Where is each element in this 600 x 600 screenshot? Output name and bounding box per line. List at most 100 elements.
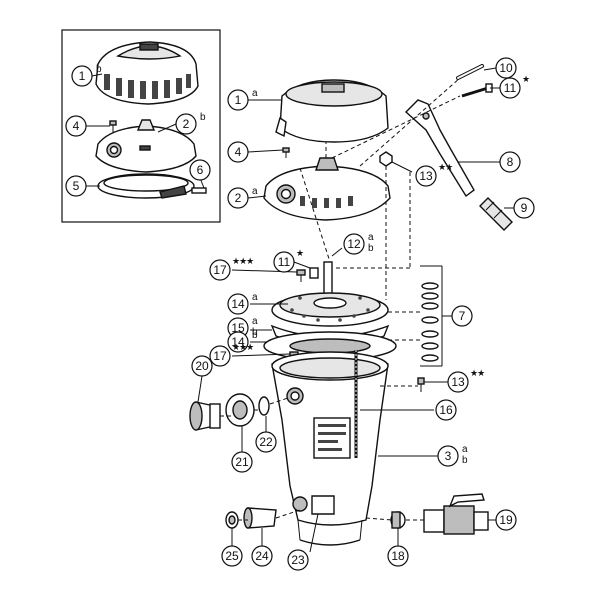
callout-stars: ★ — [522, 74, 530, 84]
callout-circle — [451, 305, 473, 327]
callout-circle — [437, 445, 459, 467]
lid-screw — [282, 147, 290, 158]
callout-number: 19 — [499, 513, 513, 527]
callout-c10: 10 — [495, 57, 517, 79]
callout-stars: ★★ — [438, 162, 453, 172]
callout-number: 8 — [507, 155, 514, 169]
ball-valve — [423, 493, 489, 535]
callout-c16: 16 — [435, 399, 457, 421]
callout-circle — [499, 151, 521, 173]
callout-variant: a — [252, 186, 258, 197]
screw-top — [296, 269, 306, 282]
callout-circle — [447, 371, 469, 393]
callout-c23: 23 — [287, 549, 309, 571]
callout-circle — [227, 141, 249, 163]
callout-circle — [287, 549, 309, 571]
callout-circle — [273, 251, 295, 273]
callout-circle — [495, 509, 517, 531]
callout-number: 21 — [235, 455, 249, 469]
callout-number: 25 — [225, 549, 239, 563]
callout-c17top: 17★★★ — [209, 256, 255, 281]
callout-number: 9 — [521, 201, 528, 215]
callout-circle — [189, 159, 211, 181]
callout-c7: 7 — [451, 305, 473, 327]
callout-circle — [71, 65, 93, 87]
assembly-lines — [220, 77, 461, 521]
callout-number: 1 — [79, 69, 86, 83]
inset-clamp-band — [97, 173, 195, 199]
callout-number: 22 — [259, 435, 273, 449]
callout-circle — [495, 57, 517, 79]
manifold-top — [271, 292, 389, 327]
callout-stars: ★★ — [470, 368, 485, 378]
callout-circle — [191, 355, 213, 377]
callout-circle — [227, 187, 249, 209]
callout-number: 16 — [439, 403, 453, 417]
drain-cap — [390, 511, 406, 529]
inset-bolt — [191, 187, 207, 194]
callout-variant: b — [96, 64, 102, 75]
callout-c22: 22 — [255, 431, 277, 453]
callout-circle — [209, 259, 231, 281]
callout-number: 10 — [499, 61, 513, 75]
callout-number: 3 — [445, 449, 452, 463]
callout-number: 2 — [235, 191, 242, 205]
callout-number: 7 — [459, 309, 466, 323]
callout-number: 18 — [391, 549, 405, 563]
callout-number: 17 — [213, 349, 227, 363]
callout-number: 20 — [195, 359, 209, 373]
union-o-ring — [258, 396, 270, 416]
callout-circle — [227, 331, 249, 353]
callout-c13top: 13 ★★ — [415, 162, 454, 187]
union-cap — [189, 401, 221, 431]
callout-c13mid: 13★★ — [447, 368, 486, 393]
callout-circle — [231, 451, 253, 473]
callout-circle — [435, 399, 457, 421]
filter-head — [263, 157, 391, 221]
callout-number: 11 — [504, 81, 517, 95]
callout-number: 6 — [197, 163, 204, 177]
callout-circle — [513, 197, 535, 219]
handle-grip — [479, 197, 513, 231]
callout-stars: ★★★ — [232, 342, 254, 352]
callout-number: 11 — [278, 255, 291, 269]
callout-c11mid: 11★ — [273, 248, 305, 273]
inset-frame — [61, 29, 221, 223]
hex-nut-top — [379, 151, 393, 167]
callout-c24: 24 — [251, 545, 273, 567]
drain-adapter-24 — [243, 507, 277, 529]
callout-number: 23 — [291, 553, 305, 567]
callout-circle — [255, 431, 277, 453]
handle — [404, 99, 475, 198]
tank-body — [271, 351, 389, 546]
callout-c20: 20 — [191, 355, 213, 377]
inlet-port — [286, 387, 304, 405]
union-nut — [225, 393, 255, 427]
callout-circle — [499, 77, 521, 99]
callout-circle — [227, 293, 249, 315]
callout-circle — [209, 345, 231, 367]
drain-plug-25 — [225, 511, 239, 529]
callout-circle — [343, 233, 365, 255]
callout-c11top: 11 ★ — [499, 74, 531, 99]
leader-lines — [86, 67, 514, 553]
callout-c4: 4 — [227, 141, 249, 163]
callout-number: 24 — [255, 549, 269, 563]
callout-number: 14 — [231, 297, 245, 311]
callout-number: 13 — [419, 169, 433, 183]
callout-number: 15 — [231, 321, 245, 335]
callout-stars: ★★★ — [232, 256, 254, 266]
callout-number: 1 — [235, 93, 242, 107]
small-nut — [309, 267, 319, 279]
o-ring-set — [421, 282, 439, 362]
callout-number: 5 — [73, 179, 80, 193]
